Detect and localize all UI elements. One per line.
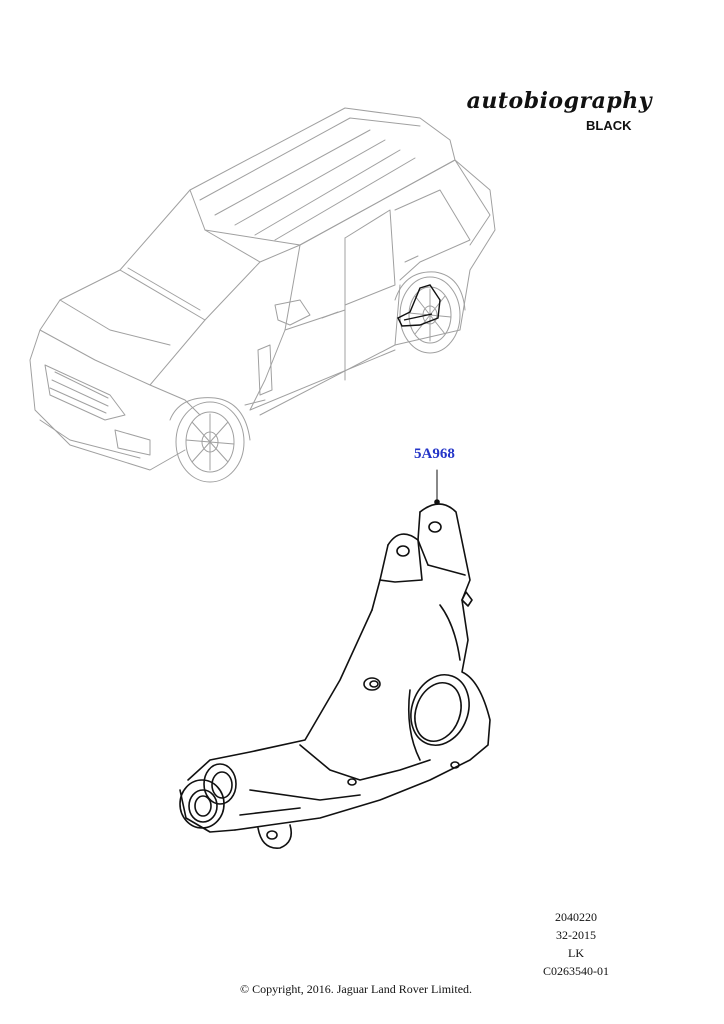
copyright-notice: © Copyright, 2016. Jaguar Land Rover Lim… (0, 982, 724, 997)
diagram-meta: 2040220 32-2015 LK C0263540-01 (516, 908, 636, 980)
brand-sub-label: BLACK (586, 118, 632, 133)
part-callout-label[interactable]: 5A968 (414, 446, 455, 462)
meta-line: 32-2015 (556, 928, 596, 942)
brand-script-logo: autobiography (466, 88, 652, 114)
meta-line: LK (568, 946, 584, 960)
meta-line: 2040220 (555, 910, 597, 924)
meta-line: C0263540-01 (543, 964, 609, 978)
copyright-text: © Copyright, 2016. Jaguar Land Rover Lim… (239, 982, 473, 996)
